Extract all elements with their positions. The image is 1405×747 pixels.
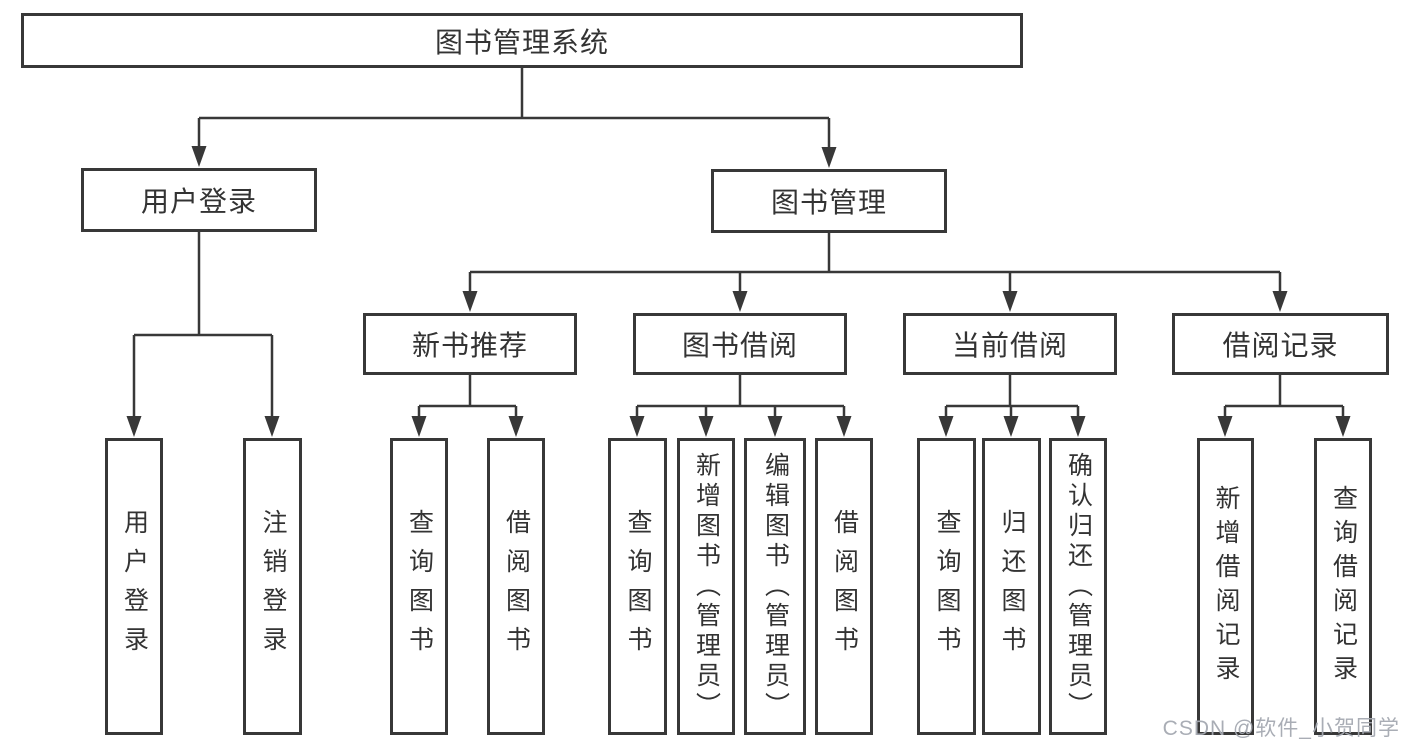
node-new-book-recommendation-label: 新书推荐 bbox=[411, 330, 528, 361]
leaf-recommend-borrow-books-label: 借阅图书 bbox=[502, 508, 531, 665]
csdn-watermark: CSDN @软件_小贺同学 bbox=[1162, 717, 1400, 740]
node-user-login-label: 用户登录 bbox=[140, 186, 257, 217]
node-book-management-label: 图书管理 bbox=[770, 187, 887, 218]
leaf-borrow-add-books-admin-label: 新增图书（管理员） bbox=[692, 451, 721, 722]
leaf-current-return-books: 归还图书 bbox=[982, 438, 1041, 735]
node-borrowing-records: 借阅记录 bbox=[1172, 313, 1389, 375]
leaf-borrow-query-books: 查询图书 bbox=[608, 438, 667, 735]
leaf-borrow-borrow-books-label: 借阅图书 bbox=[830, 508, 859, 665]
leaf-borrow-edit-books-admin: 编辑图书（管理员） bbox=[744, 438, 806, 735]
leaf-records-add-record: 新增借阅记录 bbox=[1197, 438, 1254, 735]
leaf-current-confirm-return-admin-label: 确认归还（管理员） bbox=[1064, 451, 1093, 722]
leaf-borrow-edit-books-admin-label: 编辑图书（管理员） bbox=[761, 451, 790, 722]
leaf-recommend-query-books: 查询图书 bbox=[390, 438, 448, 735]
leaf-current-confirm-return-admin: 确认归还（管理员） bbox=[1049, 438, 1107, 735]
node-book-management: 图书管理 bbox=[711, 169, 947, 233]
leaf-records-query-record-label: 查询借阅记录 bbox=[1329, 484, 1358, 689]
node-library-system-label: 图书管理系统 bbox=[434, 26, 609, 58]
leaf-borrow-query-books-label: 查询图书 bbox=[624, 508, 652, 665]
node-borrowing-records-label: 借阅记录 bbox=[1222, 330, 1339, 361]
node-book-borrowing: 图书借阅 bbox=[633, 313, 847, 375]
node-library-system: 图书管理系统 bbox=[21, 13, 1023, 68]
leaf-borrow-add-books-admin: 新增图书（管理员） bbox=[677, 438, 735, 735]
leaf-recommend-borrow-books: 借阅图书 bbox=[487, 438, 545, 735]
leaf-records-add-record-label: 新增借阅记录 bbox=[1212, 484, 1240, 689]
leaf-records-query-record: 查询借阅记录 bbox=[1314, 438, 1372, 735]
node-user-login: 用户登录 bbox=[81, 168, 317, 232]
leaf-current-query-books: 查询图书 bbox=[917, 438, 976, 735]
node-new-book-recommendation: 新书推荐 bbox=[363, 313, 577, 375]
leaf-current-return-books-label: 归还图书 bbox=[998, 508, 1026, 665]
leaf-logout-login-label: 注销登录 bbox=[259, 508, 287, 665]
leaf-borrow-borrow-books: 借阅图书 bbox=[815, 438, 873, 735]
node-current-borrowing: 当前借阅 bbox=[903, 313, 1117, 375]
leaf-logout-login: 注销登录 bbox=[243, 438, 302, 735]
node-current-borrowing-label: 当前借阅 bbox=[951, 330, 1068, 361]
leaf-current-query-books-label: 查询图书 bbox=[933, 508, 961, 665]
node-book-borrowing-label: 图书借阅 bbox=[681, 330, 798, 361]
leaf-user-login-label: 用户登录 bbox=[120, 508, 149, 665]
leaf-recommend-query-books-label: 查询图书 bbox=[405, 508, 434, 665]
leaf-user-login: 用户登录 bbox=[105, 438, 163, 735]
